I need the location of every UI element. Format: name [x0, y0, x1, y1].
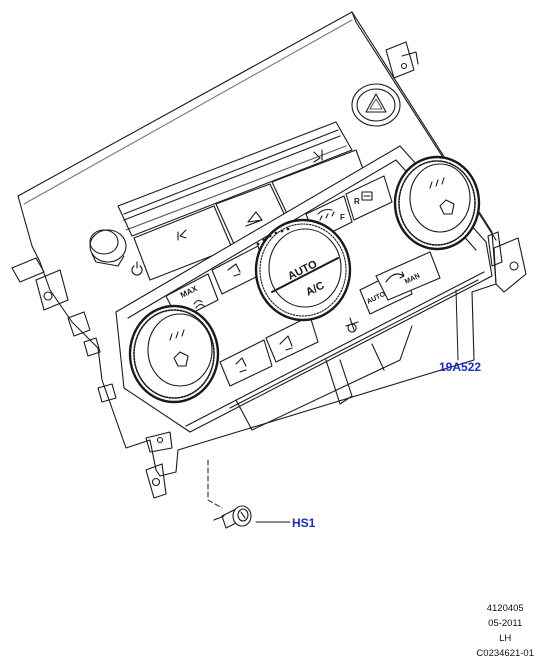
seat-heat-icon — [169, 329, 189, 367]
airflow-lower-left-button[interactable] — [219, 339, 273, 387]
center-climate-knob[interactable] — [254, 218, 352, 322]
power-volume-knob[interactable] — [89, 229, 143, 276]
seat-heat-icon — [429, 177, 455, 215]
rear-defrost-label: R — [354, 197, 360, 206]
defrost-icon — [193, 299, 205, 309]
recirculation-icon — [385, 271, 405, 283]
part-callout-19a522[interactable]: 19A522 — [439, 360, 482, 374]
rear-defrost-button[interactable] — [345, 175, 393, 221]
center-knob-indicator-dots — [256, 227, 290, 246]
skip-back-icon — [177, 229, 187, 241]
drawing-date: 05-2011 — [488, 618, 523, 629]
manual-recirc-button[interactable] — [375, 251, 441, 301]
hazard-icon — [365, 93, 387, 113]
drawing-reference-block: 4120405 05-2011 LH C0234621-01 — [476, 601, 534, 661]
screw-hs1 — [207, 459, 252, 529]
power-icon — [131, 261, 143, 276]
hazard-button[interactable] — [351, 83, 401, 127]
drawing-number: 4120405 — [486, 603, 524, 614]
airflow-lower-right-button[interactable] — [265, 315, 319, 363]
drawing-code: C0234621-01 — [476, 648, 534, 659]
part-callout-hs1[interactable]: HS1 — [292, 516, 316, 530]
airflow-icon — [235, 357, 247, 373]
media-module — [117, 121, 353, 237]
fan-icon — [345, 317, 359, 333]
defrost-icon — [361, 191, 373, 201]
panel-leader-line — [455, 289, 459, 361]
drawing-side: LH — [499, 633, 512, 644]
defrost-icon — [317, 208, 335, 221]
right-temperature-knob[interactable] — [393, 155, 481, 251]
left-temperature-knob[interactable] — [128, 304, 220, 404]
front-defrost-label: F — [340, 213, 345, 222]
airflow-icon — [279, 335, 293, 351]
airflow-icon — [227, 263, 241, 277]
skip-forward-icon — [313, 149, 323, 163]
eject-icon — [245, 211, 263, 227]
